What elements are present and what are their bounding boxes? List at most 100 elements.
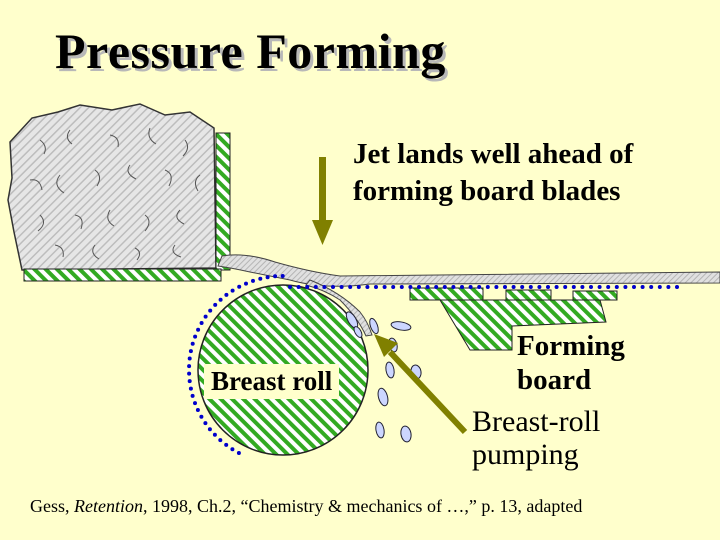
wire-dot (203, 421, 208, 426)
wire-dot (339, 285, 344, 289)
wire-dot (417, 285, 421, 289)
wire-dot (193, 401, 197, 406)
wire-dot (399, 285, 404, 289)
jet-note: Jet lands well ahead of forming board bl… (353, 136, 633, 210)
jet-wrap-on-roll (305, 279, 373, 337)
wire-dot (251, 278, 255, 283)
wire-dot (265, 275, 270, 280)
wire-dot (649, 285, 654, 289)
wire-dot (313, 285, 318, 289)
pumping-label-line1: Breast-roll (472, 405, 601, 438)
wire-dot (187, 371, 192, 376)
wire-dot (477, 285, 482, 289)
wire-dot (199, 321, 204, 325)
pumping-label-line2: pumping (472, 438, 579, 471)
wire-dot (408, 285, 413, 289)
wire-dot (224, 292, 229, 297)
forming-board-label: Forming board (517, 329, 625, 397)
wire-dot (666, 285, 671, 289)
wire-dot (494, 285, 499, 289)
wire-dot (675, 285, 679, 289)
wire-dot (528, 285, 533, 289)
breast-roll-pumping-label: Breast-roll pumping (472, 405, 600, 471)
wire-dot (365, 285, 370, 289)
headbox (7, 103, 217, 271)
wire-dot (623, 285, 628, 289)
wire-dot (273, 274, 278, 279)
slide-title: Pressure Forming (55, 23, 446, 79)
wire-dot (212, 432, 217, 437)
wire-dot (520, 285, 525, 289)
citation-author: Gess, (30, 496, 74, 516)
wire-dot (597, 285, 602, 289)
headbox-bottom-lip (23, 268, 222, 282)
citation-rest: , 1998, Ch.2, “Chemistry & mechanics of … (142, 496, 583, 516)
wire-dot (224, 442, 229, 447)
wire-dot (606, 285, 611, 289)
wire-dot (589, 285, 593, 289)
wire-dot (425, 285, 430, 289)
wire-dot (460, 285, 464, 289)
wire-dot (187, 379, 192, 384)
wire-dot (196, 327, 201, 332)
wire-dot (391, 285, 396, 289)
wire-dot (546, 285, 550, 289)
wire-dot (193, 334, 198, 339)
wire-dot (188, 349, 193, 354)
wire-dot (580, 285, 585, 289)
wire-dot (190, 393, 195, 398)
jet-arrow-down (312, 157, 333, 245)
wire-dot (208, 308, 213, 313)
wire-dot (258, 276, 263, 281)
wire-dot (614, 285, 619, 289)
wire-dot (218, 438, 223, 443)
wire-dot (348, 285, 353, 289)
wire-dot (288, 285, 292, 289)
wire-dot (434, 285, 439, 289)
wire-dot (305, 285, 310, 289)
wire-dot (296, 285, 301, 289)
wire-dot (190, 341, 195, 346)
forming-wire (187, 274, 679, 455)
wire-dot (218, 297, 223, 302)
wire-dot (203, 314, 208, 319)
wire-dot (374, 285, 378, 289)
wire-dot (187, 364, 192, 369)
wire-dot (213, 302, 218, 307)
forming-board (409, 287, 618, 351)
wire-dot (485, 285, 490, 289)
wire-dot (382, 285, 387, 289)
wire-dot (195, 408, 200, 412)
wire-dot (236, 451, 241, 455)
wire-dot (356, 285, 361, 289)
headbox-front-wall (215, 132, 231, 271)
wire-dot (451, 285, 456, 289)
forming-board-label-line1: Forming (517, 330, 625, 362)
wire-dot (199, 414, 204, 419)
wire-dot (187, 356, 192, 361)
wire-dot (331, 285, 335, 289)
wire-dot (188, 386, 193, 391)
citation-book: Retention (74, 496, 143, 516)
wire-dot (563, 285, 568, 289)
wire-dot (640, 285, 645, 289)
wire-dot (237, 284, 242, 289)
breast-roll-label: Breast roll (204, 364, 340, 399)
wire-dot (511, 285, 516, 289)
wire-dot (632, 285, 636, 289)
wire-dot (537, 285, 542, 289)
forming-board-label-line2: board (517, 364, 592, 396)
wire-dot (468, 285, 473, 289)
wire-dot (244, 281, 248, 286)
jet-note-line2: forming board blades (353, 175, 621, 207)
wire-dot (280, 274, 285, 278)
wire-dot (230, 447, 235, 452)
wire-dot (503, 285, 507, 289)
stock-jet (217, 254, 720, 287)
wire-dot (207, 427, 212, 432)
wire-dot (442, 285, 447, 289)
pumping-arrow (374, 334, 468, 435)
wire-dot (554, 285, 559, 289)
citation: Gess, Retention, 1998, Ch.2, “Chemistry … (30, 496, 582, 517)
